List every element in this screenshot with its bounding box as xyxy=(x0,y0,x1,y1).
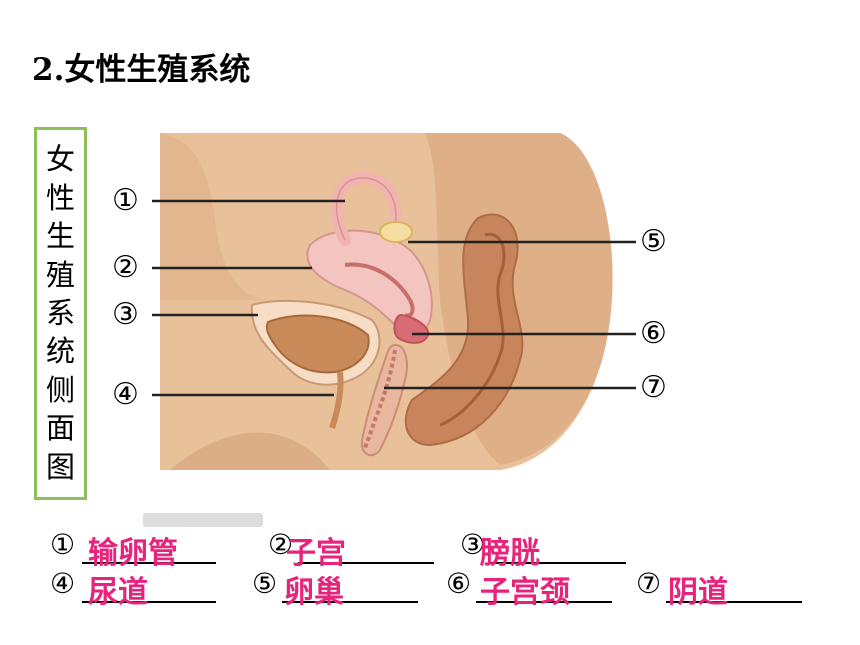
answer-line xyxy=(82,562,216,564)
answer-line xyxy=(666,601,802,603)
answer-text: 膀胱 xyxy=(480,536,540,571)
answer-text: 卵巢 xyxy=(284,575,344,610)
vagina-folds xyxy=(362,349,397,451)
answer-5: ⑤ 卵巢 xyxy=(252,567,422,610)
answer-7: ⑦ 阴道 xyxy=(636,567,806,610)
page-title: 2.女性生殖系统 xyxy=(32,52,251,88)
answer-number: ④ xyxy=(50,567,76,600)
cervix xyxy=(393,313,430,344)
lower-fold xyxy=(170,432,330,470)
marker-6: ⑥ xyxy=(640,316,667,351)
answer-6: ⑥ 子宫颈 xyxy=(446,567,616,610)
bladder-wall xyxy=(265,314,370,374)
side-label-char: 性 xyxy=(45,180,75,215)
side-label-char: 侧 xyxy=(45,372,75,407)
fallopian-tube-outline xyxy=(335,177,397,241)
urethra xyxy=(329,371,344,429)
side-label-char: 生 xyxy=(45,219,75,254)
answer-number: ⑥ xyxy=(446,567,472,600)
marker-7: ⑦ xyxy=(640,370,667,405)
answer-text: 阴道 xyxy=(668,575,728,610)
ovary xyxy=(379,221,413,243)
marker-5: ⑤ xyxy=(640,224,667,259)
answer-3: ③ 膀胱 xyxy=(460,528,630,571)
answer-number: ① xyxy=(50,528,76,561)
answer-text: 子宫颈 xyxy=(480,575,570,610)
answer-1: ① 输卵管 xyxy=(50,528,220,571)
marker-4: ④ xyxy=(112,377,139,412)
answer-number: ⑤ xyxy=(252,567,278,600)
answer-line xyxy=(298,562,434,564)
answer-text: 子宫 xyxy=(286,536,346,571)
side-label-char: 女 xyxy=(45,142,75,177)
answer-text: 尿道 xyxy=(88,575,148,610)
answer-line xyxy=(82,601,216,603)
answer-number: ③ xyxy=(460,528,486,561)
answer-line xyxy=(282,601,418,603)
answer-text: 输卵管 xyxy=(88,536,178,571)
marker-2: ② xyxy=(112,250,139,285)
side-label-char: 系 xyxy=(45,295,75,330)
side-label-char: 图 xyxy=(45,449,75,484)
rectum-inner xyxy=(439,232,506,427)
answer-line xyxy=(490,562,626,564)
answer-number: ⑦ xyxy=(636,567,662,600)
side-label-box: 女 性 生 殖 系 统 侧 面 图 xyxy=(34,127,87,500)
side-label-char: 殖 xyxy=(45,257,75,292)
answer-2: ② 子宫 xyxy=(268,528,438,571)
side-label-char: 统 xyxy=(45,334,75,369)
pelvis-shadow xyxy=(160,133,270,300)
uterus-cavity xyxy=(344,262,415,318)
answer-number: ② xyxy=(268,528,294,561)
marker-3: ③ xyxy=(112,297,139,332)
answer-4: ④ 尿道 xyxy=(50,567,220,610)
watermark xyxy=(143,513,263,527)
answer-line xyxy=(476,601,612,603)
marker-1: ① xyxy=(112,183,139,218)
side-label-char: 面 xyxy=(45,411,75,446)
